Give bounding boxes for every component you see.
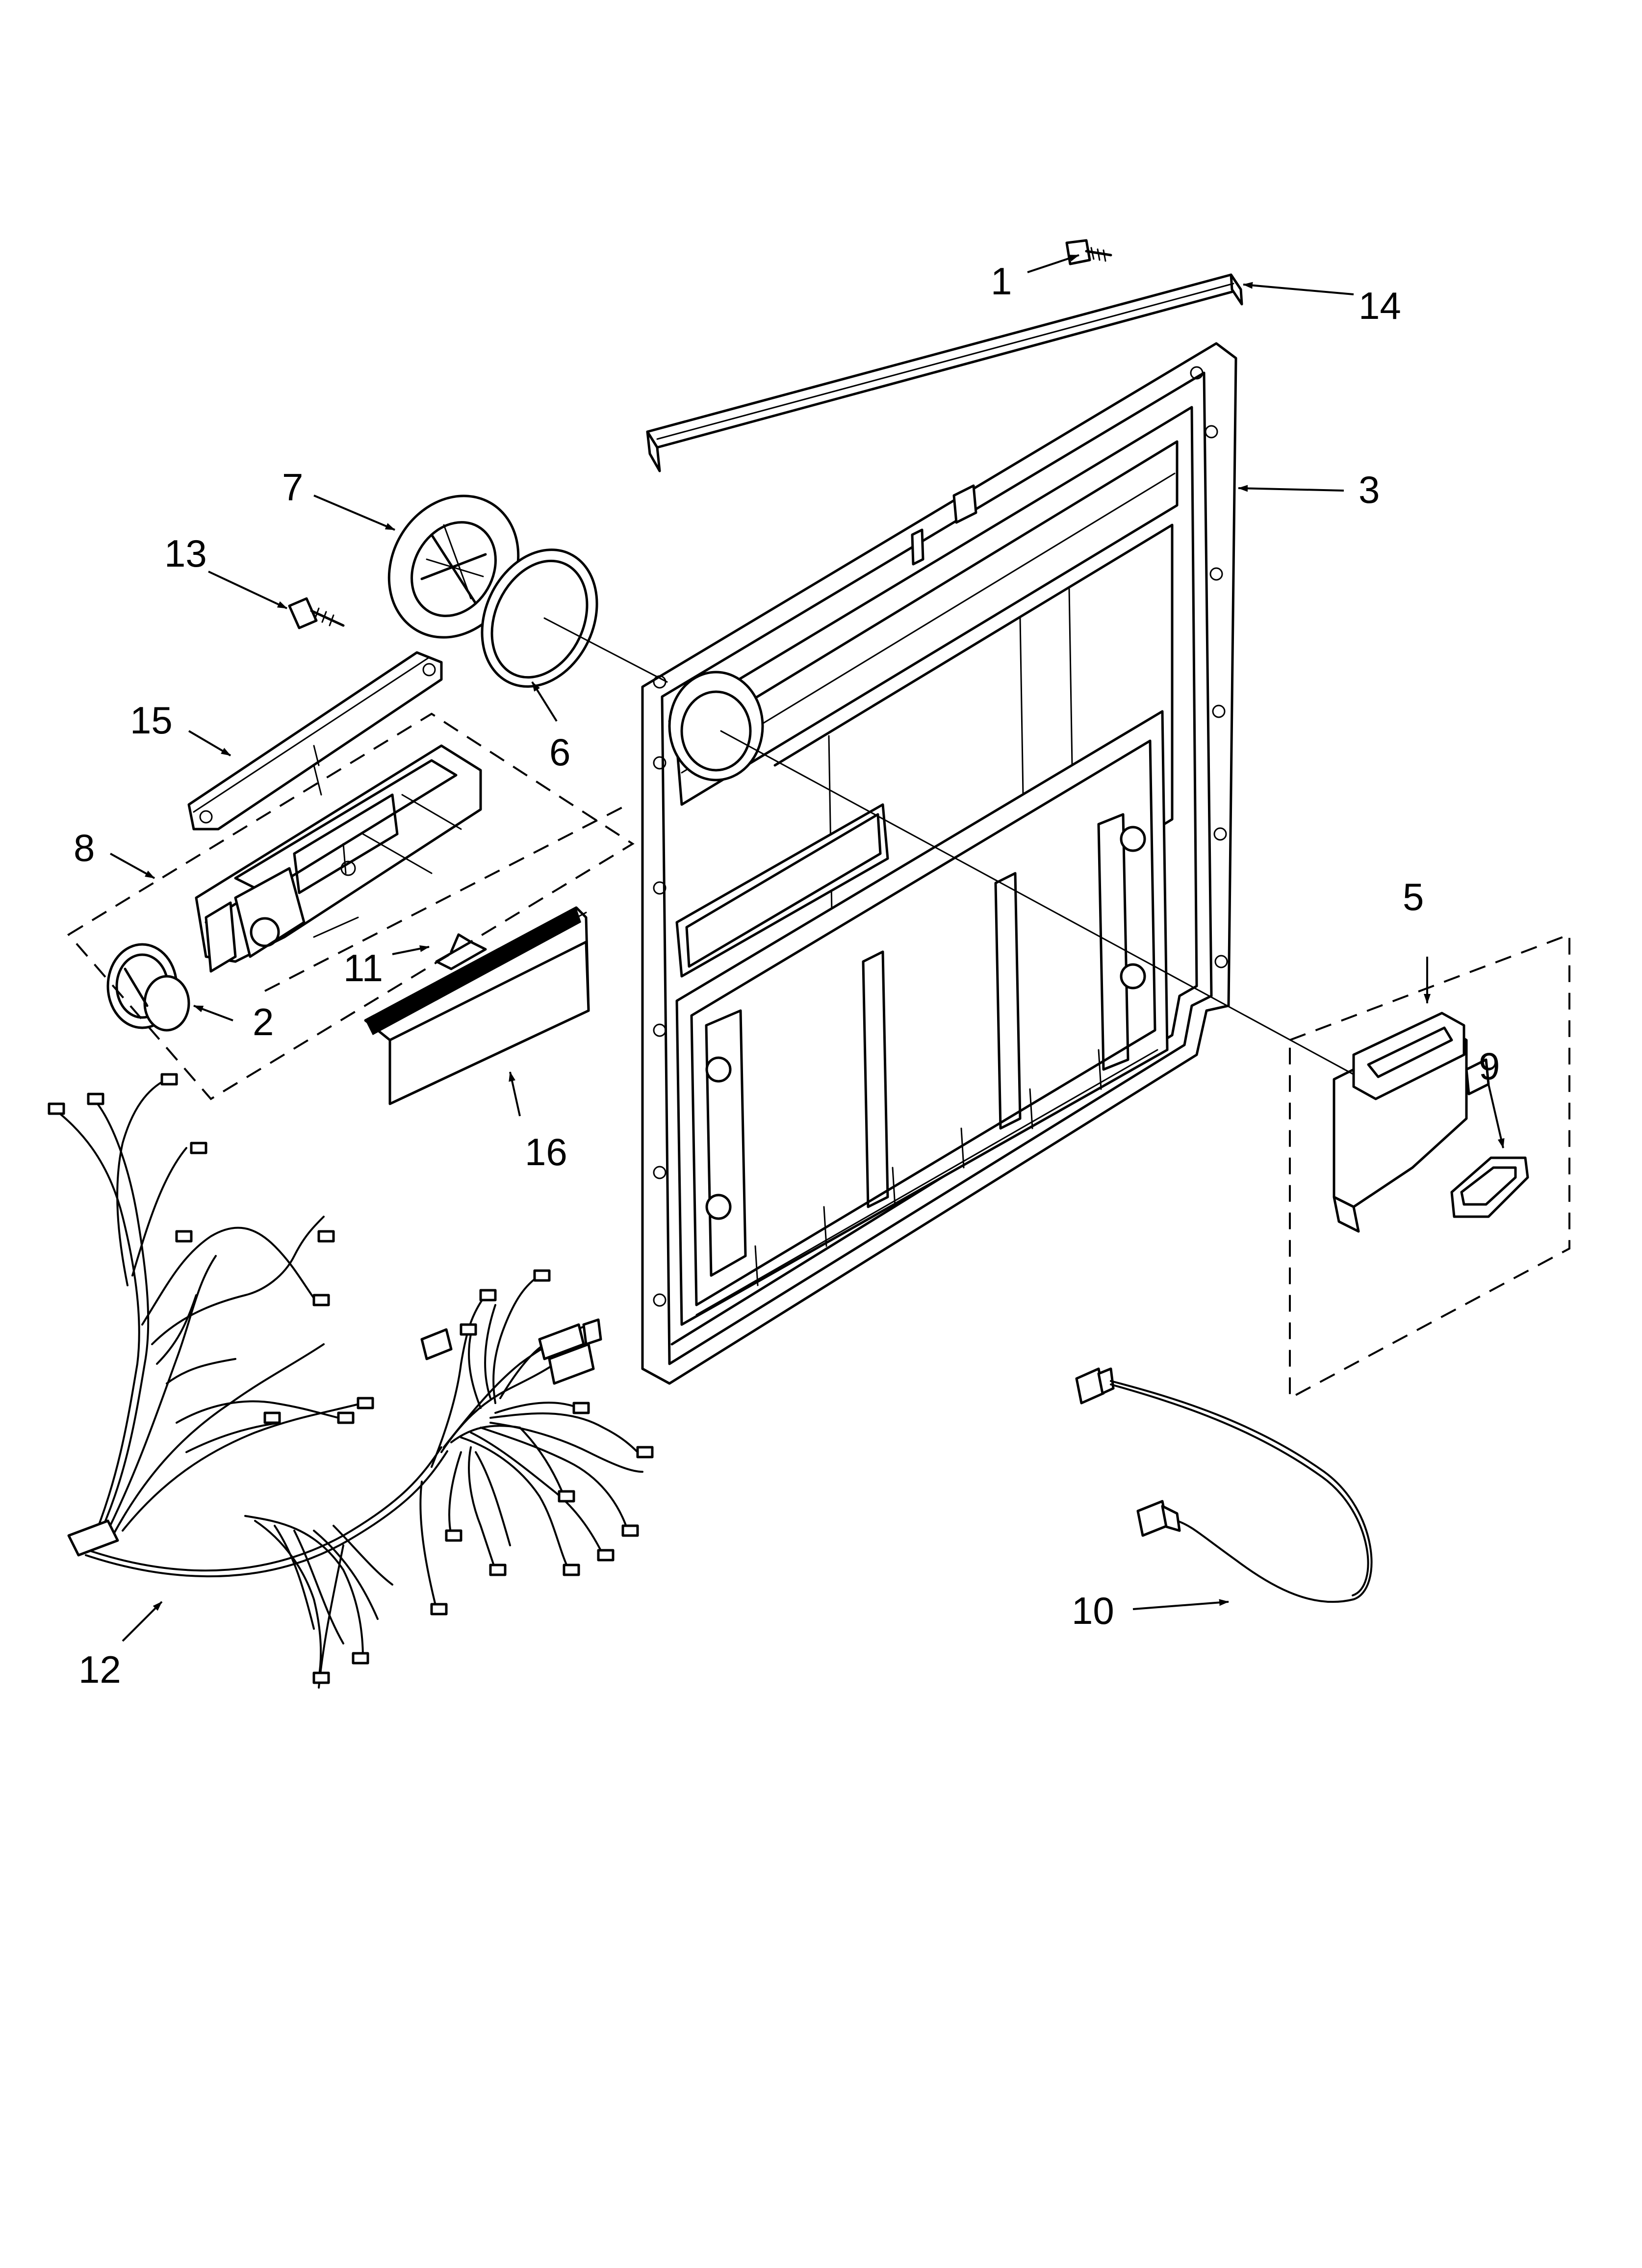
- callout-5: 5: [1403, 875, 1424, 918]
- dispenser-assembly-part-8: [195, 744, 482, 973]
- group-outline-5: [1289, 933, 1570, 1400]
- callout-13: 13: [164, 532, 207, 575]
- screw-part-13: [288, 597, 345, 629]
- wire-harness-part-12: [48, 1073, 654, 1689]
- deflector-part-16: [364, 906, 590, 1105]
- vent-cover-part-7: [387, 495, 520, 639]
- callout-10: 10: [1072, 1589, 1114, 1632]
- callout-11: 11: [343, 946, 383, 990]
- callout-9: 9: [1479, 1044, 1500, 1088]
- callout-8: 8: [74, 826, 95, 869]
- screw-part-1: [1065, 239, 1112, 265]
- inner-door-panel: [641, 342, 1237, 1385]
- bracket-part-15: [187, 651, 443, 831]
- leader-lines: [110, 254, 1505, 1642]
- callout-2: 2: [253, 1000, 274, 1043]
- cable-part-10: [1075, 1367, 1373, 1603]
- vent-assembly-part-5: [1333, 1012, 1490, 1233]
- callout-3: 3: [1359, 468, 1380, 511]
- vent-gasket-part-6: [481, 548, 598, 688]
- callout-1: 1: [991, 260, 1012, 303]
- callout-labels: 1 2 3 5 6 7 8 9 10 11 12 13 14 15 16: [74, 260, 1500, 1691]
- callout-7: 7: [282, 466, 303, 509]
- gasket-part-9: [1450, 1156, 1529, 1218]
- callout-15: 15: [130, 699, 173, 742]
- callout-14: 14: [1359, 284, 1401, 327]
- knob-part-2: [106, 943, 190, 1032]
- callout-12: 12: [78, 1648, 121, 1691]
- group-outline-8: [67, 712, 635, 1100]
- callout-6: 6: [549, 730, 570, 774]
- top-trim-strip: [646, 273, 1243, 472]
- explosion-lines: [313, 617, 1355, 1075]
- callout-16: 16: [525, 1130, 567, 1173]
